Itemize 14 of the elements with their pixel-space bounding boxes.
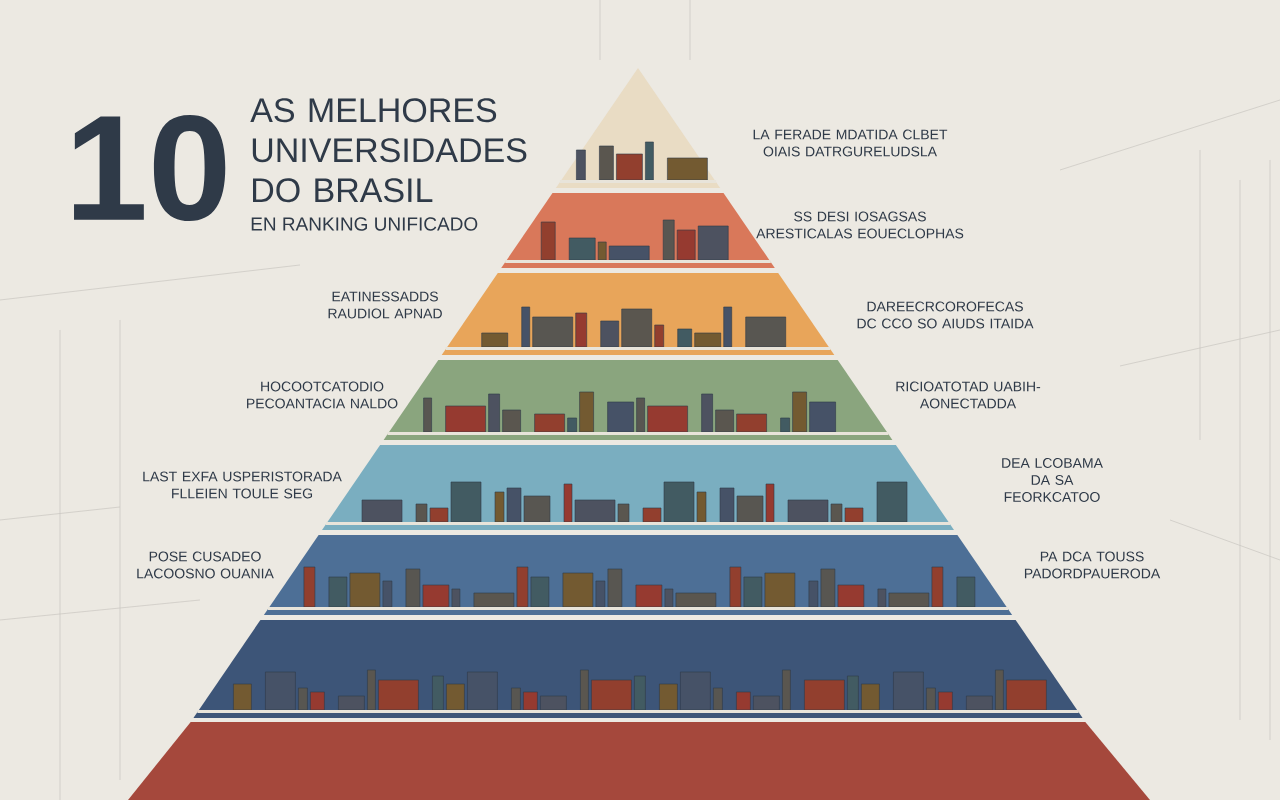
tier-label: PA DCA TOUSS PADORDPAUERODA xyxy=(1024,551,1161,579)
pyramid-base xyxy=(128,722,1150,800)
tier-label: SS DESI IOSAGSAS ARESTICALAS EOUECLOPHAS xyxy=(756,211,964,239)
subtitle: EN RANKING UNIFICADO xyxy=(251,217,478,231)
title: AS MELHORES UNIVERSIDADES DO BRASIL xyxy=(250,98,527,203)
tier-label: POSE CUSADEO LACOOSNO OUANIA xyxy=(137,551,274,579)
tier-label: LA FERADE MDATIDA CLBET OIAIS DATRGURELUDSLA xyxy=(753,129,948,157)
tier-label: DEA LCOBAMA DA SA FEORKCATOO xyxy=(1002,458,1103,502)
tier-label: HOCOOTCATODIO PECOANTACIA NALDO xyxy=(247,381,398,409)
tier-label: LAST EXFA USPERISTORADA FLLEIEN TOULE SEG xyxy=(143,471,342,499)
tier-label: RICIOATOTAD UABIH-AONECTADDA xyxy=(896,381,1041,409)
tier-label: DAREECRCOROFECAS DC CCO SO AIUDS ITAIDA xyxy=(857,301,1034,329)
big-number: 10 xyxy=(74,114,226,222)
tier-label: EATINESSADDS RAUDIOL APNAD xyxy=(328,291,442,319)
